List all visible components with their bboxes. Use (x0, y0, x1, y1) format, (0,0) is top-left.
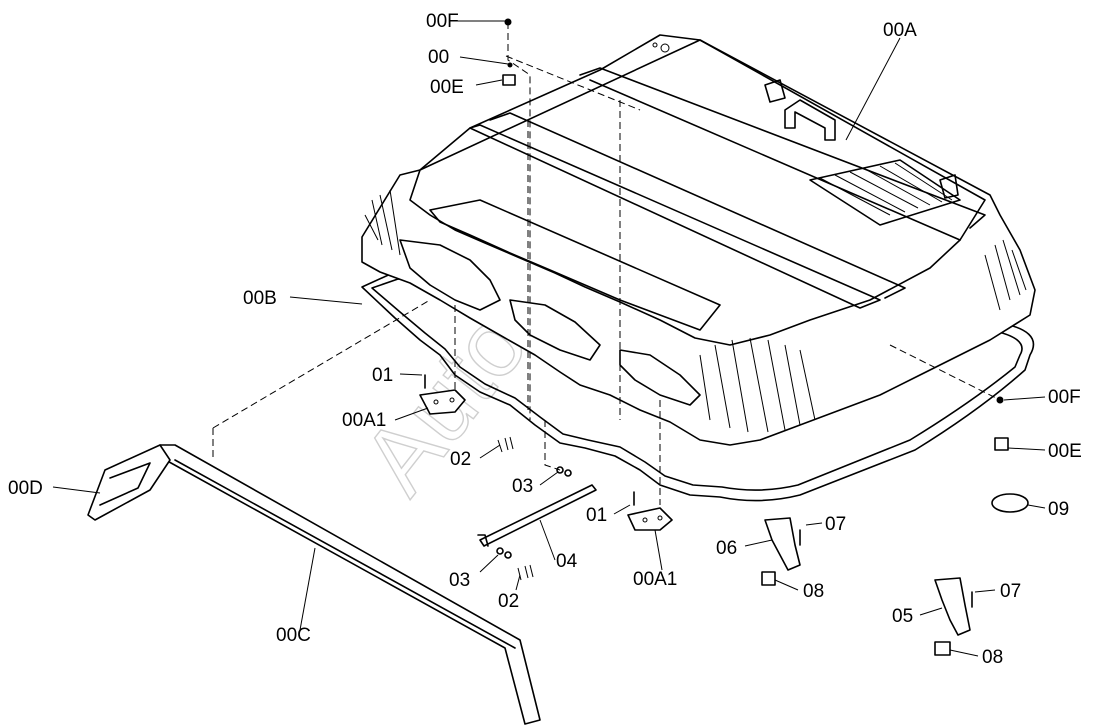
label-02-left: 02 (450, 449, 471, 470)
label-07-low: 07 (1000, 581, 1021, 602)
label-00F-right: 00F (1048, 387, 1081, 408)
label-01-left: 01 (372, 365, 393, 386)
label-04: 04 (556, 551, 578, 572)
latch-lower (934, 577, 973, 656)
rail-bar (159, 444, 541, 725)
hinge-left (419, 374, 514, 453)
label-00C: 00C (276, 625, 311, 646)
label-08-low: 08 (982, 647, 1003, 668)
label-00-top: 00 (428, 47, 449, 68)
latch-upper (761, 517, 801, 586)
gasket-frame (361, 271, 1035, 502)
label-05: 05 (892, 606, 913, 627)
end-brace (87, 444, 171, 521)
label-08-mid: 08 (803, 581, 824, 602)
label-03-low: 03 (449, 570, 470, 591)
hinge-mid (627, 491, 673, 531)
label-00F-top: 00F (426, 11, 459, 32)
fasteners (502, 18, 1029, 513)
link-rod (477, 466, 597, 581)
label-07-mid: 07 (825, 514, 846, 535)
label-00E-right: 00E (1048, 441, 1082, 462)
label-06: 06 (716, 538, 737, 559)
label-02-low: 02 (498, 591, 519, 612)
label-00B: 00B (243, 288, 277, 309)
label-09: 09 (1048, 499, 1069, 520)
label-00D: 00D (8, 478, 43, 499)
label-00E-top: 00E (430, 77, 464, 98)
label-00A1-mid: 00A1 (633, 569, 677, 590)
leader-lines (52, 20, 1046, 657)
callout-labels: 00F 00 00E 00A 00B 01 00A1 02 00D 03 01 … (8, 11, 1082, 668)
reference-lines (212, 22, 1001, 505)
label-01-mid: 01 (586, 505, 607, 526)
label-03-mid: 03 (512, 476, 533, 497)
label-00A: 00A (883, 20, 917, 41)
label-00A1-left: 00A1 (342, 410, 386, 431)
